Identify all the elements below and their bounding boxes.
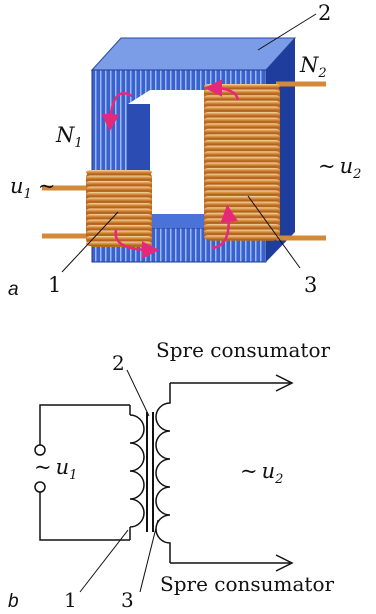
coil-turn [204,95,280,100]
coil-turn [86,219,152,224]
coil-turn [204,128,280,134]
coil-turn [204,140,280,145]
coil-turn [204,151,280,156]
part-letter-b: b [8,591,19,612]
coil-turn [204,235,280,240]
coil-turn [86,175,152,180]
core-top-face [90,37,297,71]
label-to-consumer-top: Spre consumator [156,338,330,362]
coil-turn [86,214,152,219]
coil-turn [86,225,152,230]
transformer-schematic [34,369,294,593]
coil-turn [86,230,152,235]
coil-turn [204,229,280,235]
coil-turn [204,224,280,229]
coil-turn [204,184,280,190]
coil-turn [86,181,152,186]
coil-turn [204,190,280,195]
label-secondary-b: 3 [121,588,134,612]
label-u1-a: u1~ [10,174,55,202]
label-u2-a: ~u2 [318,154,361,182]
leader-primary-a [61,211,119,273]
label-primary-a: 1 [48,273,61,297]
primary-circuit-wire [39,404,130,445]
coil-turn [86,186,152,191]
coil-turn [204,212,280,218]
coil-turn [86,197,152,202]
coil-turn [204,106,280,111]
flux-arrow-bottom-left [114,229,160,259]
label-n2: N2 [299,53,327,81]
coil-turn [204,134,280,139]
label-to-consumer-bottom: Spre consumator [160,572,334,596]
coil-turn [204,145,280,151]
part-letter-a: a [8,279,19,300]
label-secondary-a: 3 [304,273,317,297]
coil-turn [204,156,280,162]
flux-arrow-bottom-right [211,204,238,250]
coil-turn [204,100,280,106]
leader-core-b [126,369,150,417]
transformer-3d [42,13,326,273]
coil-turn [86,208,152,213]
coil-turn [86,192,152,197]
label-core-a: 2 [318,1,331,25]
flux-arrow-top-right [204,79,240,101]
terminal-bottom [34,481,46,493]
core-window [128,104,228,228]
output-arrow-bottom [275,554,294,572]
leader-primary-b [79,529,129,593]
leader-core-a [257,13,317,51]
secondary-winding [155,383,171,563]
coil-turn [204,117,280,123]
coil-turn [204,168,280,173]
label-u2-b: ~u2 [240,459,283,487]
label-n1: N1 [55,123,83,151]
coil-turn [204,84,280,89]
label-u1-b: ~u1 [34,455,77,483]
coil-turn [204,207,280,212]
output-arrow-top [275,374,294,392]
primary-circuit-wire-bottom [39,492,130,541]
flux-arrow-top-left [101,92,133,132]
coil-turn [86,170,152,175]
coil-turn [204,173,280,179]
flux-arrows [101,79,240,259]
primary-winding [129,414,145,528]
secondary-coil [204,84,280,241]
coil-turn [204,162,280,167]
label-primary-b: 1 [64,588,77,612]
coil-turn [204,123,280,128]
coil-turn [204,218,280,223]
leader-secondary-a [247,195,301,269]
coil-turn [86,203,152,208]
coil-turn [204,179,280,184]
coil-turn [204,112,280,117]
terminal-top [34,444,46,456]
leader-secondary-b [139,519,159,593]
coil-turn [204,89,280,95]
coil-turn [204,196,280,201]
coil-turn [86,236,152,241]
coil-turn [204,201,280,207]
label-core-b: 2 [112,351,125,375]
core-window-depth-bottom [128,214,228,228]
coil-turn [86,241,152,246]
core-window-depth-top [128,90,228,104]
primary-coil [86,170,152,247]
